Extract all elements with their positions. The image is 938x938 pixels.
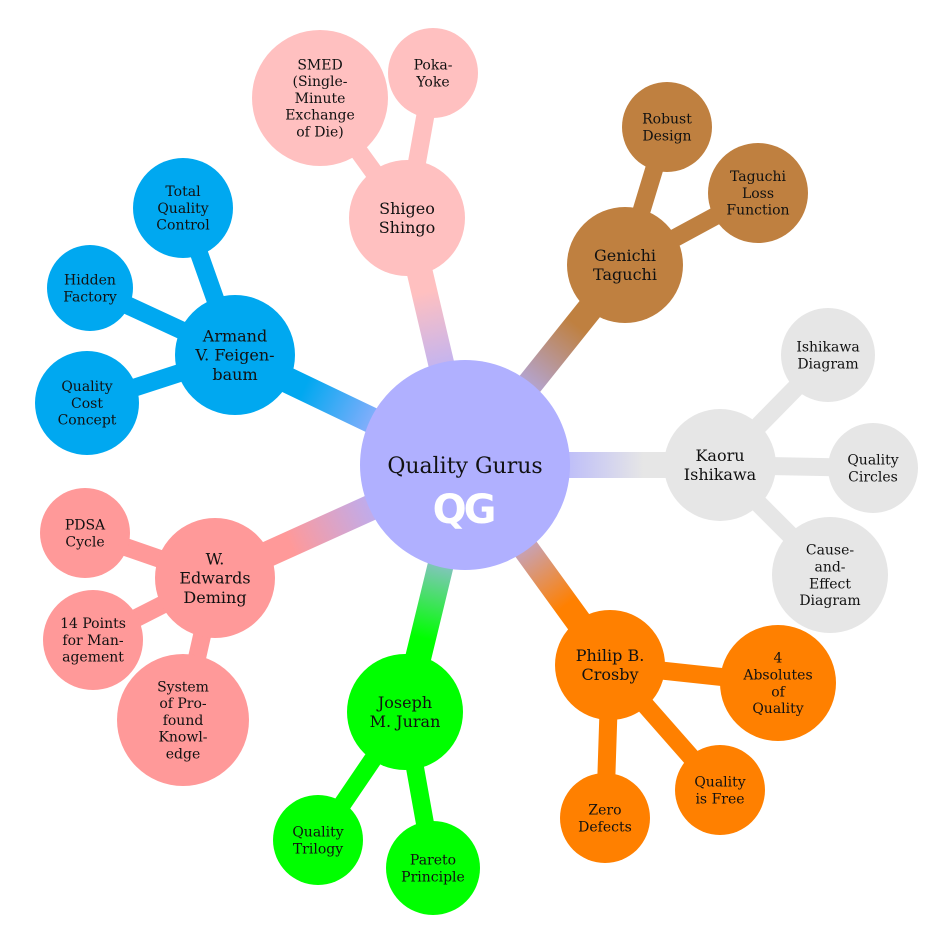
concept-node-14-points-for-man-agement	[43, 590, 143, 690]
concept-label: for Man-	[62, 633, 123, 649]
concept-node-pdsa-cycle	[40, 488, 130, 578]
concept-label: Loss	[742, 186, 774, 202]
concept-label: and-	[814, 560, 845, 576]
concept-label: Defects	[578, 819, 632, 835]
guru-name: V. Feigen-	[194, 346, 274, 365]
concept-node-quality-is-free	[675, 745, 765, 835]
concept-label: Factory	[63, 289, 117, 305]
concept-label: Quality	[752, 701, 803, 717]
concept-label: Quality	[694, 775, 745, 791]
concept-label: Design	[642, 128, 691, 144]
guru-name: Taguchi	[593, 265, 657, 284]
concept-label: Minute	[295, 91, 346, 107]
concept-label: PDSA	[65, 518, 106, 534]
concept-label: Quality	[61, 379, 112, 395]
concept-node-zero-defects	[560, 773, 650, 863]
concept-label: Yoke	[415, 74, 449, 90]
concept-node-hidden-factory	[47, 245, 133, 331]
concept-node-4-absolutes-of-quality	[720, 625, 836, 741]
concept-label: is Free	[695, 791, 744, 807]
concept-label: Taguchi	[730, 169, 786, 185]
concept-node-poka-yoke	[388, 28, 478, 118]
concept-label: Concept	[58, 413, 117, 429]
concept-node-smed-single-minute-exchange-of-die	[252, 30, 388, 166]
concept-label: Quality	[847, 453, 898, 469]
concept-label: Control	[156, 218, 210, 234]
concept-node-total-quality-control	[133, 158, 233, 258]
concept-node-taguchi-loss-function	[708, 143, 808, 243]
guru-node-armand-v-feigen-baum	[175, 295, 295, 415]
concept-label: 4	[774, 651, 783, 667]
concept-label: edge	[166, 747, 201, 763]
concept-node-pareto-principle	[386, 821, 480, 915]
concept-label: Robust	[642, 112, 692, 128]
concept-label: of	[771, 684, 786, 700]
guru-name: Philip B.	[576, 646, 645, 665]
concept-label: Cost	[71, 396, 103, 412]
concept-label: found	[163, 713, 204, 729]
concept-label: Circles	[848, 469, 898, 485]
concept-node-cause-and-effect-diagram	[772, 517, 888, 633]
concept-label: Knowl-	[158, 730, 207, 746]
concept-label: of Pro-	[159, 696, 207, 712]
guru-name: Genichi	[594, 246, 656, 265]
guru-node-joseph-m-juran	[347, 654, 463, 770]
concept-label: Principle	[401, 869, 465, 885]
guru-name: Ishikawa	[684, 465, 757, 484]
concept-label: Function	[726, 203, 789, 219]
concept-label: Total	[165, 184, 201, 200]
concept-label: Exchange	[285, 108, 355, 124]
concept-label: Effect	[809, 576, 851, 592]
concept-label: Cause-	[806, 543, 855, 559]
concept-label: agement	[62, 650, 124, 666]
guru-node-w-edwards-deming	[155, 518, 275, 638]
concept-label: Absolutes	[742, 668, 812, 684]
concept-label: (Single-	[292, 74, 347, 90]
concept-label: Pareto	[410, 853, 456, 869]
guru-node-genichi-taguchi	[567, 207, 683, 323]
guru-node-shigeo-shingo	[349, 160, 465, 276]
concept-node-quality-cost-concept	[35, 351, 139, 455]
center-title: Quality Gurus	[387, 454, 542, 479]
concept-label: Cycle	[65, 534, 104, 550]
guru-name: Edwards	[179, 569, 250, 588]
guru-name: Deming	[183, 588, 246, 607]
guru-name: Joseph	[376, 693, 432, 712]
concept-node-robust-design	[622, 82, 712, 172]
concept-label: SMED	[297, 57, 342, 73]
center-circle	[360, 360, 570, 570]
concept-label: Ishikawa	[796, 340, 859, 356]
guru-name: Armand	[202, 326, 267, 345]
concept-label: Quality	[157, 201, 208, 217]
concept-label: Poka-	[414, 58, 453, 74]
concept-node-system-of-pro-found-knowl-edge	[117, 654, 249, 786]
guru-name: M. Juran	[370, 712, 441, 731]
guru-name: Kaoru	[695, 446, 744, 465]
nodes: ShigeoShingoSMED(Single-MinuteExchangeof…	[35, 28, 918, 915]
guru-name: W.	[206, 549, 225, 568]
guru-name: Shigeo	[379, 199, 435, 218]
concept-node-quality-trilogy	[273, 795, 363, 885]
concept-node-ishikawa-diagram	[781, 308, 875, 402]
center-node: Quality Gurus QG	[360, 360, 570, 570]
concept-label: Diagram	[799, 593, 860, 609]
concept-label: of Die)	[296, 125, 344, 141]
guru-name: Shingo	[379, 218, 436, 237]
concept-label: Trilogy	[293, 841, 343, 857]
qg-logo: QG	[433, 487, 494, 533]
guru-node-philip-b-crosby	[555, 610, 665, 720]
concept-label: Diagram	[797, 356, 858, 372]
guru-name: Crosby	[581, 665, 638, 684]
concept-label: 14 Points	[60, 616, 126, 632]
concept-label: Zero	[588, 803, 621, 819]
concept-node-quality-circles	[828, 423, 918, 513]
guru-node-kaoru-ishikawa	[664, 409, 776, 521]
concept-label: System	[157, 679, 209, 695]
concept-label: Hidden	[64, 273, 116, 289]
concept-label: Quality	[292, 825, 343, 841]
guru-name: baum	[212, 365, 257, 384]
